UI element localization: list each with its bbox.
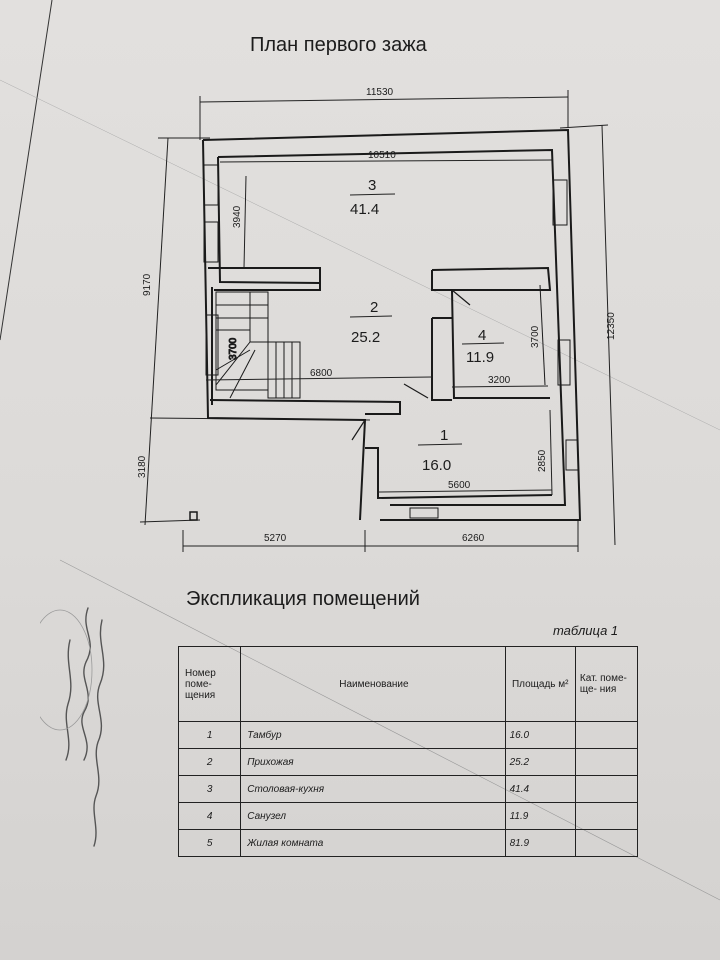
dim-label-10510: 10510 — [368, 150, 396, 161]
row-category — [574, 721, 639, 749]
sheet-grid-line — [0, 79, 720, 431]
row-name: Тамбур — [240, 721, 506, 749]
dim-label-2850: 2850 — [537, 449, 548, 472]
staircase: 3700 — [215, 291, 301, 399]
room-label-1: 1 16.0 — [417, 427, 463, 474]
row-area: 41.4 — [504, 775, 576, 803]
dim-label-11530: 11530 — [366, 87, 394, 98]
explication-table: Номер поме- щения Наименование Площадь м… — [177, 646, 639, 857]
table-number-label: таблица 1 — [553, 623, 619, 638]
handwritten-signature — [40, 607, 105, 847]
row-number: 1 — [177, 721, 242, 749]
dimension-room1: 5600 2850 — [377, 409, 553, 496]
exterior-walls — [202, 128, 582, 521]
window-bottom — [409, 507, 439, 519]
table-row: 2 Прихожая 25.2 — [177, 748, 639, 776]
dimension-bottom: 5270 6260 — [182, 520, 579, 552]
row-name: Санузел — [240, 802, 506, 830]
row-category — [574, 748, 639, 776]
row-name: Столовая-кухня — [240, 775, 506, 803]
dimension-room4: 3200 3700 — [451, 325, 549, 388]
room-label-2: 2 25.2 — [349, 299, 393, 346]
table-header-row: Номер поме- щения Наименование Площадь м… — [177, 646, 639, 722]
table-row: 3 Столовая-кухня 41.4 — [177, 775, 639, 803]
table-row: 4 Санузел 11.9 — [177, 802, 639, 830]
corner-marker — [189, 511, 198, 521]
row-number: 4 — [177, 802, 242, 830]
dim-label-3180: 3180 — [137, 455, 148, 478]
row-area: 16.0 — [504, 721, 576, 749]
row-number: 2 — [177, 748, 242, 776]
row-category — [574, 829, 639, 857]
svg-text:3: 3 — [368, 177, 376, 194]
row-number: 3 — [177, 775, 242, 803]
row-number: 5 — [177, 829, 242, 857]
row-area: 81.9 — [504, 829, 576, 857]
dim-label-3940: 3940 — [232, 205, 243, 228]
header-category: Кат. поме- ще- ния — [574, 646, 639, 722]
room-label-3: 3 41.4 — [349, 177, 396, 218]
svg-text:16.0: 16.0 — [422, 457, 451, 474]
dim-label-9170: 9170 — [142, 273, 153, 296]
dimension-right: 12350 — [559, 124, 617, 546]
explication-title: Экспликация помещений — [186, 588, 420, 610]
dim-label-12350: 12350 — [606, 312, 617, 340]
window-left-upper — [203, 164, 219, 376]
row-category — [574, 802, 639, 830]
dimension-left: 9170 3180 3940 — [137, 137, 371, 526]
row-area: 11.9 — [504, 802, 576, 830]
dim-label-3700: 3700 — [530, 325, 541, 348]
dimension-total-width: 11530 — [199, 87, 569, 140]
dim-label-6260: 6260 — [462, 533, 485, 544]
svg-text:11.9: 11.9 — [466, 349, 494, 366]
row-name: Жилая комната — [240, 829, 506, 857]
table-row: 1 Тамбур 16.0 — [177, 721, 639, 749]
room-label-4: 4 11.9 — [461, 327, 505, 366]
svg-text:41.4: 41.4 — [350, 201, 379, 218]
dimension-inner-width: 10510 — [219, 150, 553, 163]
row-category — [574, 775, 639, 803]
dim-label-3200: 3200 — [488, 375, 511, 386]
window-right — [552, 179, 579, 471]
sheet-border-line — [0, 0, 53, 341]
header-room-number: Номер поме- щения — [177, 646, 242, 722]
table-row: 5 Жилая комната 81.9 — [177, 829, 639, 857]
dim-label-6800: 6800 — [310, 368, 333, 379]
plan-title: План первого зажа — [250, 34, 427, 56]
svg-text:2: 2 — [370, 299, 378, 316]
header-area: Площадь м² — [504, 646, 576, 722]
header-room-name: Наименование — [240, 646, 506, 722]
row-area: 25.2 — [504, 748, 576, 776]
dimension-hall: 6800 — [205, 368, 433, 381]
dim-label-5600: 5600 — [448, 480, 471, 491]
dim-label-stairs: 3700 — [228, 337, 239, 360]
svg-text:1: 1 — [440, 427, 448, 444]
svg-text:25.2: 25.2 — [351, 329, 380, 346]
door-swings — [351, 289, 471, 441]
row-name: Прихожая — [240, 748, 506, 776]
svg-text:4: 4 — [478, 327, 486, 344]
interior-walls — [208, 266, 553, 500]
dim-label-5270: 5270 — [264, 533, 287, 544]
